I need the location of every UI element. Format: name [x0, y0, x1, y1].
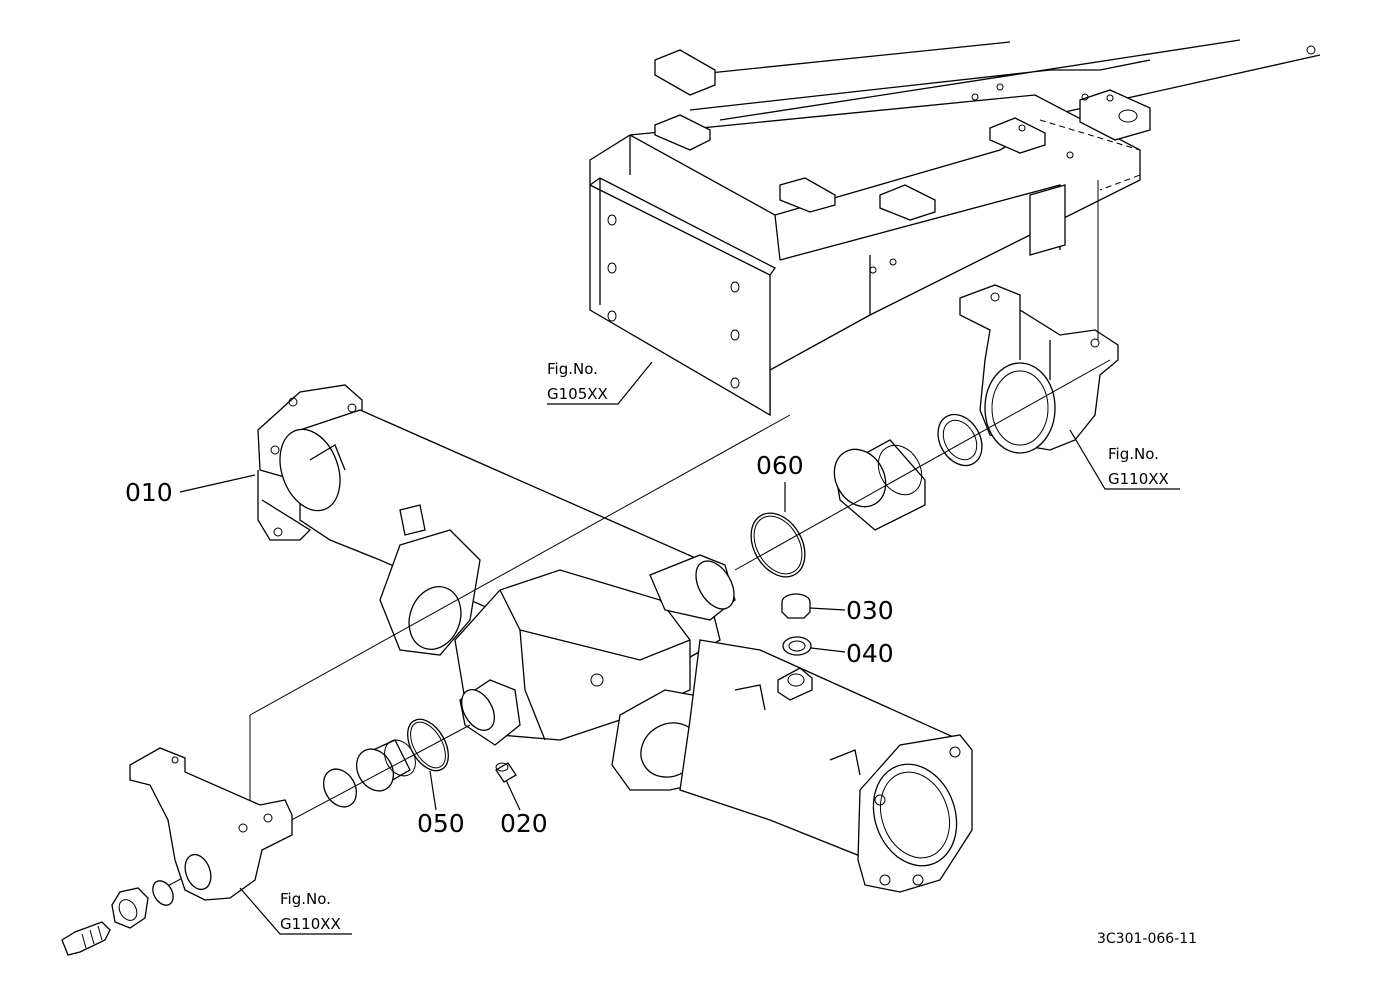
left-nut	[111, 887, 149, 929]
right-seal-ring	[937, 413, 983, 467]
callout-020-text: 020	[500, 809, 548, 838]
part-060-o-ring	[750, 512, 806, 578]
callout-050-text: 050	[417, 809, 465, 838]
fig-ref-frame-label: Fig.No.	[547, 360, 598, 378]
fig-ref-bracket-right: Fig.No. G110XX	[1069, 429, 1180, 490]
fig-ref-bracket-left: Fig.No. G110XX	[239, 887, 352, 935]
callout-030: 030	[809, 596, 894, 625]
part-030-plug	[781, 593, 811, 619]
part-040-washer	[782, 636, 812, 656]
callout-030-text: 030	[846, 596, 894, 625]
callout-010: 010	[125, 474, 256, 507]
drawing-number: 3C301-066-11	[1097, 931, 1197, 947]
callout-040: 040	[810, 639, 894, 668]
callout-060-text: 060	[756, 451, 804, 480]
fig-ref-bracket-left-label: Fig.No.	[280, 890, 331, 908]
left-bolt	[61, 921, 111, 956]
fig-ref-frame: Fig.No. G105XX	[547, 360, 653, 405]
callout-020: 020	[500, 779, 548, 838]
callout-040-text: 040	[846, 639, 894, 668]
fig-ref-frame-code: G105XX	[547, 385, 608, 403]
part-020-grease-nipple	[495, 762, 517, 783]
frame-assembly	[589, 39, 1321, 417]
fig-ref-bracket-left-code: G110XX	[280, 915, 341, 933]
left-thrust-washer	[322, 768, 358, 808]
right-bushing	[833, 439, 926, 531]
right-mounting-bracket	[959, 284, 1119, 454]
fig-ref-bracket-right-code: G110XX	[1108, 470, 1169, 488]
fig-ref-bracket-right-label: Fig.No.	[1108, 445, 1159, 463]
left-mounting-bracket	[129, 747, 293, 901]
callout-060: 060	[756, 451, 804, 512]
callout-050: 050	[417, 770, 465, 838]
part-010-axle-housing	[257, 384, 973, 893]
callout-010-text: 010	[125, 478, 173, 507]
left-washer	[152, 880, 174, 906]
